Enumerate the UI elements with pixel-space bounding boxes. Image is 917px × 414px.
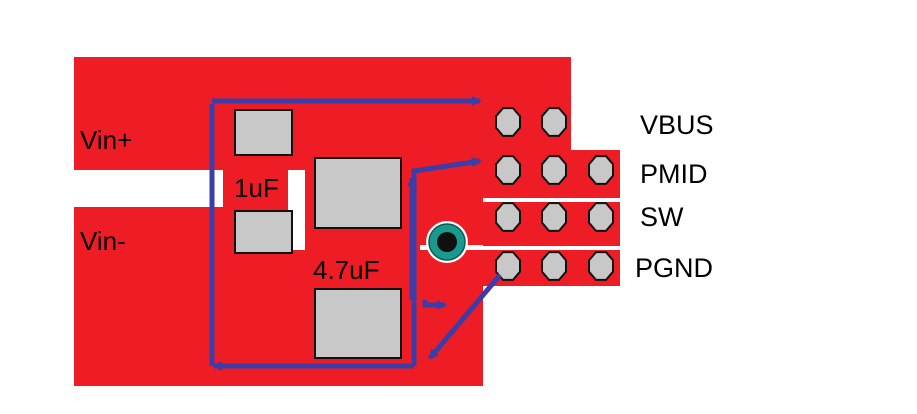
pin-pad-pgnd-3 [588,251,614,281]
label-vin-plus: Vin+ [80,125,132,155]
pin-label-vbus: VBUS [640,110,714,140]
cap-1uf-pad-bottom [234,210,293,254]
cap-4u7-pad-top [314,157,402,229]
pin-pad-sw-3 [588,202,614,232]
via [426,221,468,263]
via-hole [437,232,457,252]
header-pins [495,107,614,281]
arrow-pgnd-return [428,273,502,360]
capacitor-pads [234,109,402,359]
pin-pad-pmid-1 [495,155,521,185]
pin-label-pmid: PMID [640,159,708,189]
arrow-sw-to-cap [422,300,447,310]
cap-4u7-pad-bottom [314,288,402,359]
arrow-pmid-loop [411,157,482,366]
pin-pad-pgnd-1 [495,251,521,281]
label-cap-4u7: 4.7uF [313,255,380,285]
pin-label-sw: SW [640,202,684,232]
pin-pad-vbus-2 [541,107,567,137]
copper-cap-bridge [223,170,288,207]
label-vin-minus: Vin- [80,226,126,256]
current-flow-arrows [209,96,502,371]
cap-1uf-pad-top [234,109,293,156]
pin-pad-sw-1 [495,202,521,232]
pin-pad-vbus-1 [495,107,521,137]
pin-pad-sw-2 [541,202,567,232]
pin-pad-pgnd-2 [541,251,567,281]
pin-label-pgnd: PGND [635,253,713,283]
pin-pad-pmid-3 [588,155,614,185]
pin-pad-pmid-2 [541,155,567,185]
label-cap-1uf: 1uF [234,173,279,203]
